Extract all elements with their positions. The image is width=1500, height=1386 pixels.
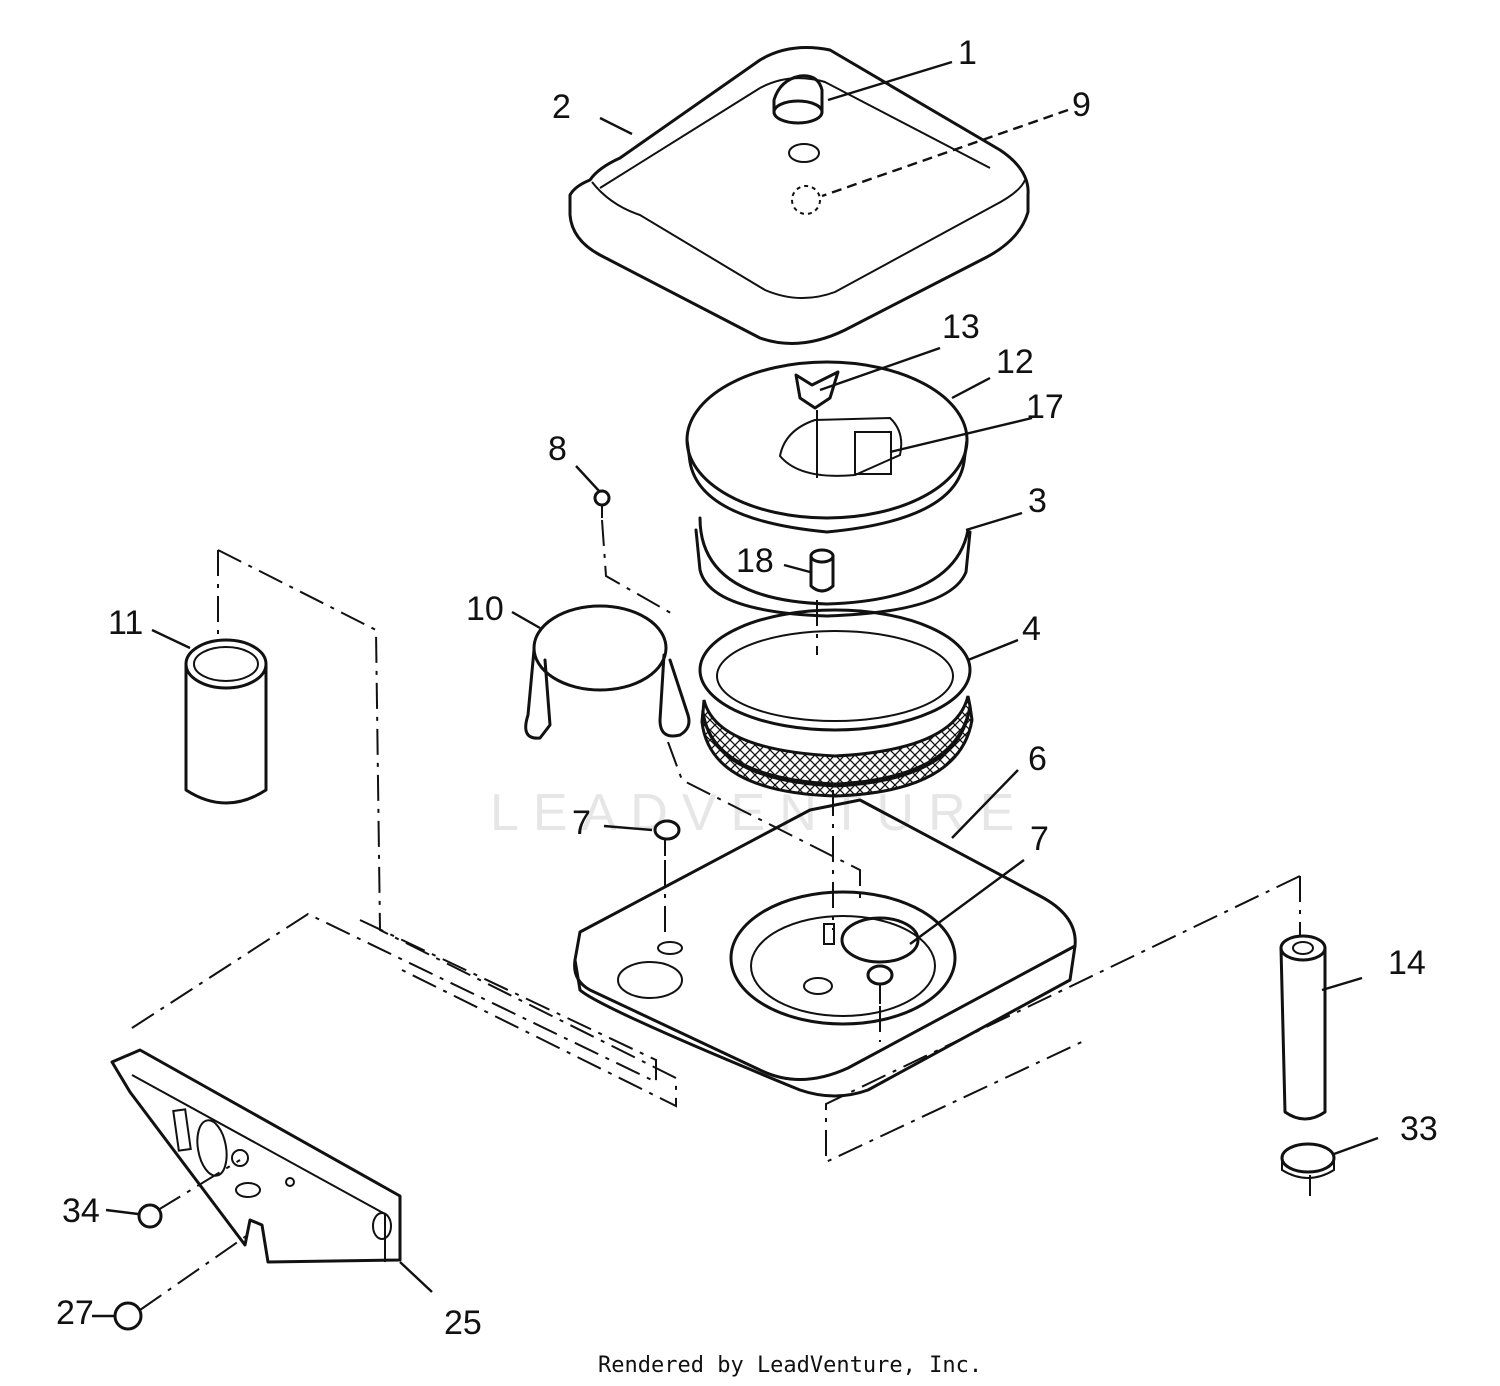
callout-8: 8 — [548, 430, 567, 468]
callout-10: 10 — [466, 590, 504, 628]
callout-1: 1 — [958, 34, 977, 72]
callout-3: 3 — [1028, 482, 1047, 520]
mounting-bracket — [110, 1048, 402, 1264]
footer-credit: Rendered by LeadVenture, Inc. — [598, 1353, 982, 1378]
air-cleaner-cover — [568, 46, 1030, 345]
hidden-nut — [791, 185, 821, 215]
callouts: 1 2 9 13 12 17 8 3 18 10 11 4 6 7 7 14 3… — [56, 34, 1438, 1342]
callout-13: 13 — [942, 308, 980, 346]
wing-nut — [794, 370, 840, 410]
wing-knob — [772, 74, 824, 125]
filter-bracket — [524, 604, 691, 740]
callout-7-right: 7 — [1030, 820, 1049, 858]
washer — [788, 143, 820, 163]
assembly-lines — [131, 519, 1311, 1311]
filter-cover — [685, 360, 969, 534]
watermark: LEADVENTURE — [490, 784, 1028, 842]
long-tube — [1279, 934, 1327, 1121]
filter-element — [698, 608, 974, 798]
leader-lines — [92, 60, 1379, 1318]
bolt-7-left — [653, 819, 681, 856]
hose-clamp — [1280, 1142, 1336, 1179]
callout-34: 34 — [62, 1192, 100, 1230]
callout-14: 14 — [1388, 944, 1426, 982]
callout-7-left: 7 — [572, 804, 591, 842]
callout-17: 17 — [1026, 388, 1064, 426]
callout-27: 27 — [56, 1294, 94, 1332]
callout-2: 2 — [552, 88, 571, 126]
bolt-8 — [593, 489, 611, 518]
spacer-tube — [809, 548, 835, 593]
callout-25: 25 — [444, 1304, 482, 1342]
air-tube — [184, 638, 268, 805]
bolt-7-right — [823, 923, 894, 1004]
callout-6: 6 — [1028, 740, 1047, 778]
callout-4: 4 — [1022, 610, 1041, 648]
callout-18: 18 — [736, 542, 774, 580]
nut-34 — [137, 1203, 163, 1229]
air-cleaner-base — [573, 798, 1077, 1098]
nut-27 — [113, 1301, 143, 1331]
callout-11: 11 — [108, 604, 143, 642]
callout-33: 33 — [1400, 1110, 1438, 1148]
callout-9: 9 — [1072, 86, 1091, 124]
outer-ring — [694, 516, 972, 618]
callout-12: 12 — [996, 343, 1034, 381]
